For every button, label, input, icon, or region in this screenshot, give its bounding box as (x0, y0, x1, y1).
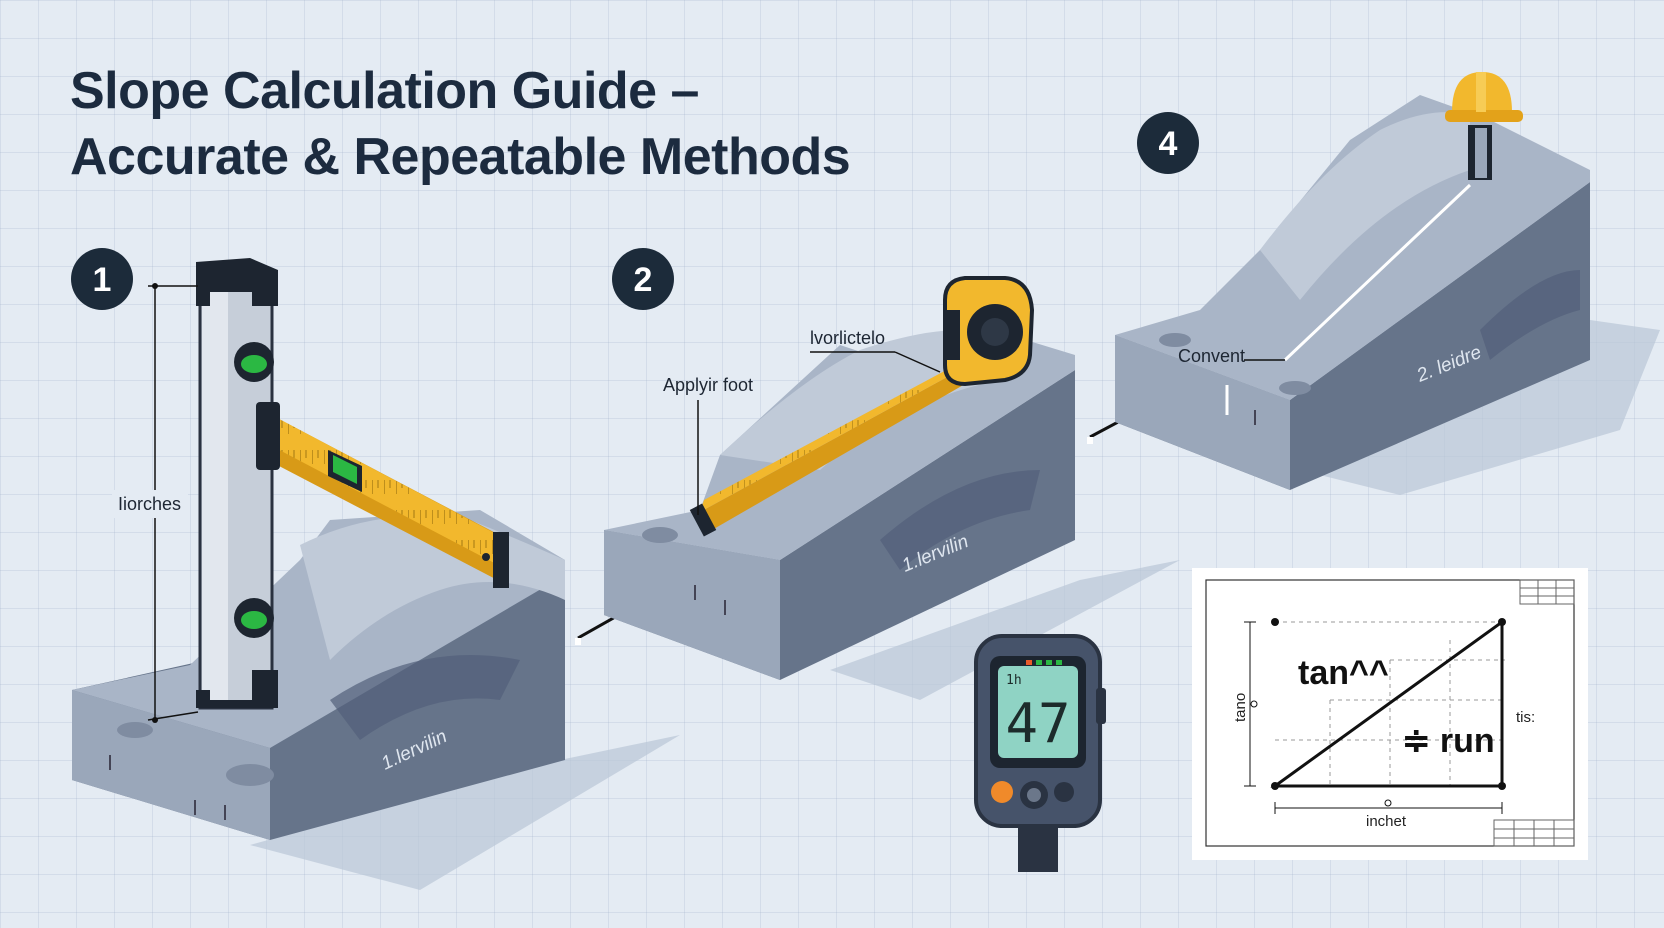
meter-stem (1018, 822, 1058, 872)
page-title: Slope Calculation Guide – Accurate & Rep… (70, 58, 851, 190)
meter-led (1046, 660, 1052, 665)
ruler-hole (482, 553, 490, 561)
meter-side-button (1096, 688, 1106, 724)
meter-reading: 47 (1005, 692, 1070, 755)
step-1-group: 1.lervilin (71, 248, 680, 890)
tape-blade-edge (700, 370, 972, 530)
vertex (1498, 618, 1506, 626)
sight-line (1283, 183, 1472, 362)
level-cap-bottom (196, 670, 278, 708)
meter-button-right[interactable] (1054, 782, 1074, 802)
step-2-group: 1.lervilin lvorlictelo Applyir foot 2 (604, 248, 1180, 700)
ruler-ticks (266, 412, 500, 566)
meter-led (1026, 660, 1032, 665)
step-2-label-top: lvorlictelo (810, 328, 885, 348)
tape-hook (689, 503, 717, 537)
title-line-2: Accurate & Repeatable Methods (70, 128, 851, 186)
dimension-dot (152, 717, 158, 723)
ruler-level (256, 402, 509, 588)
step-2-badge (612, 248, 674, 310)
slab-2-shadow (830, 560, 1180, 700)
bottom-label: inchet (1366, 813, 1407, 830)
slab-1-hole (226, 764, 274, 786)
leader-line (894, 351, 941, 373)
rise-marker (1250, 700, 1258, 708)
slab-2-ridge (720, 330, 1000, 470)
bubble-green (241, 355, 267, 373)
slab-1-hole (117, 722, 153, 738)
card-background (1192, 568, 1588, 860)
slab-4-front (1115, 335, 1290, 490)
ruler-end-cap (493, 532, 509, 588)
tape-hub-inner (981, 318, 1009, 346)
height-dimension: Iiorches (112, 283, 199, 723)
title-line-1: Slope Calculation Guide – (70, 62, 699, 120)
step-1-badge (71, 248, 133, 310)
formula-card: tan^^ ≑ run tano tis: inchet (1192, 568, 1588, 860)
slab-4-hole (1279, 381, 1311, 395)
step-1-number: 1 (93, 261, 112, 299)
run-text: ≑ run (1402, 722, 1495, 760)
rise-label: tano (1232, 693, 1249, 722)
hard-hat-icon (1445, 72, 1523, 180)
tape-blade-ticks (700, 360, 965, 512)
step-2-number: 2 (634, 261, 653, 299)
bubble-green (241, 611, 267, 629)
meter-led (1056, 660, 1062, 665)
bubble-green (333, 455, 357, 484)
slab-2-crevice (880, 470, 1040, 570)
formula-text: tan^^ (1298, 654, 1389, 692)
right-label: tis: (1516, 709, 1535, 726)
step-2-label-left: Applyir foot (663, 375, 753, 395)
slab-2-hole (642, 527, 678, 543)
vertex (1271, 782, 1279, 790)
ruler-end-cap (256, 402, 280, 470)
meter-button-orange[interactable] (991, 781, 1013, 803)
run-marker (1384, 799, 1392, 807)
meter-led (1036, 660, 1042, 665)
dimension-dot (152, 283, 158, 289)
spirit-level-icon (196, 258, 278, 710)
slope-triangle (1270, 619, 1504, 788)
card-grid (1493, 579, 1575, 847)
slab-4-crevice (1480, 270, 1580, 360)
label-bg (112, 490, 188, 518)
tape-blade (689, 360, 972, 537)
step-4-label: Convent (1178, 346, 1245, 366)
post-face (1475, 128, 1487, 178)
hat-brim (1445, 110, 1523, 122)
step-4-number: 4 (1159, 125, 1178, 163)
slab-1-shadow (250, 735, 680, 890)
card-frame (1205, 579, 1575, 847)
step-1-label: Iiorches (118, 494, 181, 514)
meter-button-center-inner (1027, 788, 1041, 802)
hat-ridge (1476, 72, 1486, 112)
tape-measure-icon (943, 276, 1035, 387)
slab-2-front (604, 530, 780, 680)
level-cap-top (196, 258, 278, 306)
slab-4-ridge (1260, 112, 1470, 300)
step-4-group: 2. leidre Convent 4 (1115, 72, 1660, 495)
meter-screen (998, 666, 1078, 758)
level-highlight (202, 280, 228, 706)
inclinometer-icon: 1h 47 (974, 634, 1106, 872)
vertex (1271, 618, 1279, 626)
step-4-badge (1137, 112, 1199, 174)
vertex (1498, 782, 1506, 790)
slab-4-hole (1159, 333, 1191, 347)
tape-grip (946, 310, 960, 360)
slab-1-crevice (330, 655, 520, 740)
meter-small-label: 1h (1006, 673, 1022, 688)
